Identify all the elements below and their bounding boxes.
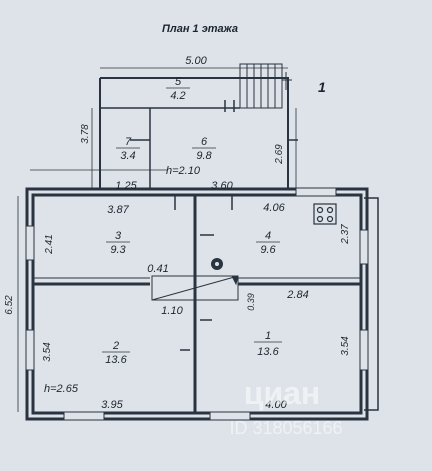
- dim-2-37: 2.37: [340, 224, 351, 245]
- room-5-number: 5: [175, 76, 182, 88]
- dimension-lines: [17, 67, 297, 412]
- height-upper: h=2.10: [166, 165, 201, 177]
- room-4-area: 9.6: [260, 244, 276, 256]
- room-3: 3 9.3: [106, 230, 130, 256]
- dim-1-10: 1.10: [161, 305, 183, 317]
- dim-3-78: 3.78: [80, 124, 91, 144]
- room-7-area: 3.4: [120, 150, 135, 162]
- room-3-area: 9.3: [110, 244, 126, 256]
- stairs: [239, 63, 292, 109]
- room-4-number: 4: [265, 230, 271, 242]
- height-lower: h=2.65: [44, 383, 79, 395]
- dim-2-41: 2.41: [44, 234, 55, 254]
- room-2-area: 13.6: [105, 354, 127, 366]
- room-1: 1 13.6: [254, 330, 282, 358]
- room-6-number: 6: [201, 136, 208, 148]
- watermark-id: ID 318056166: [229, 418, 342, 438]
- dim-3-54-left: 3.54: [42, 342, 53, 362]
- dim-3-54-right: 3.54: [340, 336, 351, 356]
- watermark-brand: циан: [244, 375, 320, 411]
- inner-stair: [151, 275, 239, 301]
- dim-2-69: 2.69: [274, 144, 285, 165]
- right-porch-outline: [364, 197, 379, 411]
- room-7: 7 3.4: [116, 136, 140, 162]
- dim-6-52: 6.52: [4, 295, 15, 315]
- dim-1-25: 1.25: [115, 180, 137, 192]
- room-2-number: 2: [112, 340, 119, 352]
- room-7-number: 7: [125, 136, 132, 148]
- room-5: 5 4.2: [166, 76, 190, 102]
- room-4: 4 9.6: [256, 230, 280, 256]
- dim-3-87: 3.87: [107, 204, 129, 216]
- room-1-number: 1: [265, 330, 271, 342]
- dim-2-84: 2.84: [286, 289, 308, 301]
- dim-3-95: 3.95: [101, 399, 123, 411]
- stove: [211, 258, 223, 270]
- room-1-area: 13.6: [257, 346, 279, 358]
- windows: [25, 187, 369, 421]
- room-2: 2 13.6: [102, 340, 130, 366]
- dim-5-00: 5.00: [185, 55, 207, 67]
- cooker-icon: [313, 203, 337, 225]
- plan-marker: 1: [318, 79, 326, 95]
- room-5-area: 4.2: [170, 90, 185, 102]
- dim-4-00: 4.00: [265, 399, 287, 411]
- watermark: циан ID 318056166: [229, 375, 342, 438]
- annex-walls: [99, 77, 289, 188]
- room-6: 6 9.8: [192, 136, 216, 162]
- dim-0-39: 0.39: [246, 293, 256, 311]
- dim-4-06: 4.06: [263, 202, 285, 214]
- room-6-area: 9.8: [196, 150, 212, 162]
- interior-walls: [34, 196, 360, 412]
- dim-3-60: 3.60: [211, 180, 233, 192]
- plan-title: План 1 этажа: [162, 23, 238, 35]
- house-outer-wall-inner: [28, 190, 366, 418]
- room-3-number: 3: [115, 230, 122, 242]
- dim-0-41: 0.41: [147, 263, 168, 275]
